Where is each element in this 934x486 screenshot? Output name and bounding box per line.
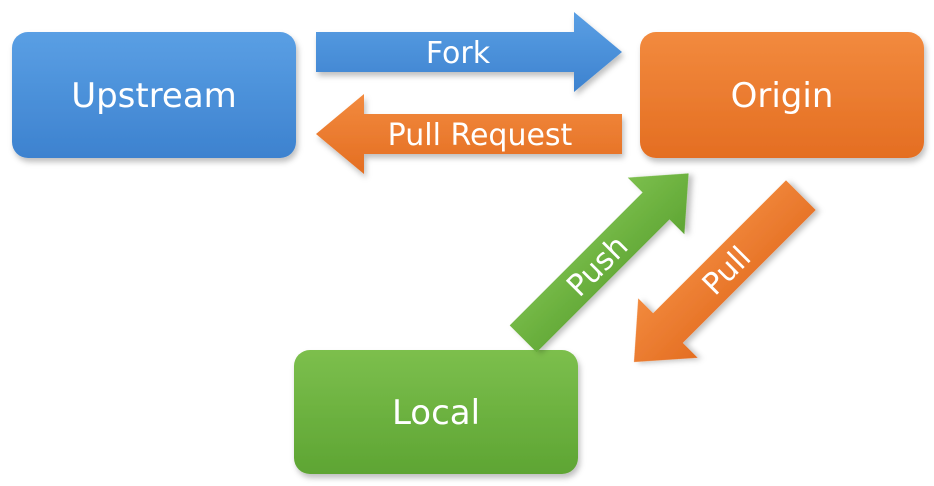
fork-arrow-label: Fork: [426, 36, 491, 71]
local-node: Local: [294, 350, 578, 474]
origin-label: Origin: [731, 76, 834, 116]
pull-request-arrow-shape: [316, 94, 622, 174]
push-arrow-shape: [509, 173, 689, 353]
pull-request-arrow: Pull Request: [316, 94, 622, 174]
local-label: Local: [392, 393, 480, 433]
local-box: [294, 350, 578, 474]
origin-box: [640, 32, 924, 158]
upstream-node: Upstream: [12, 32, 296, 158]
upstream-label: Upstream: [71, 76, 237, 116]
upstream-box: [12, 32, 296, 158]
origin-node: Origin: [640, 32, 924, 158]
pull-arrow-shape: [633, 180, 816, 363]
fork-arrow: Fork: [316, 12, 622, 92]
fork-arrow-shape: [316, 12, 622, 92]
pull-request-arrow-label: Pull Request: [388, 118, 573, 153]
